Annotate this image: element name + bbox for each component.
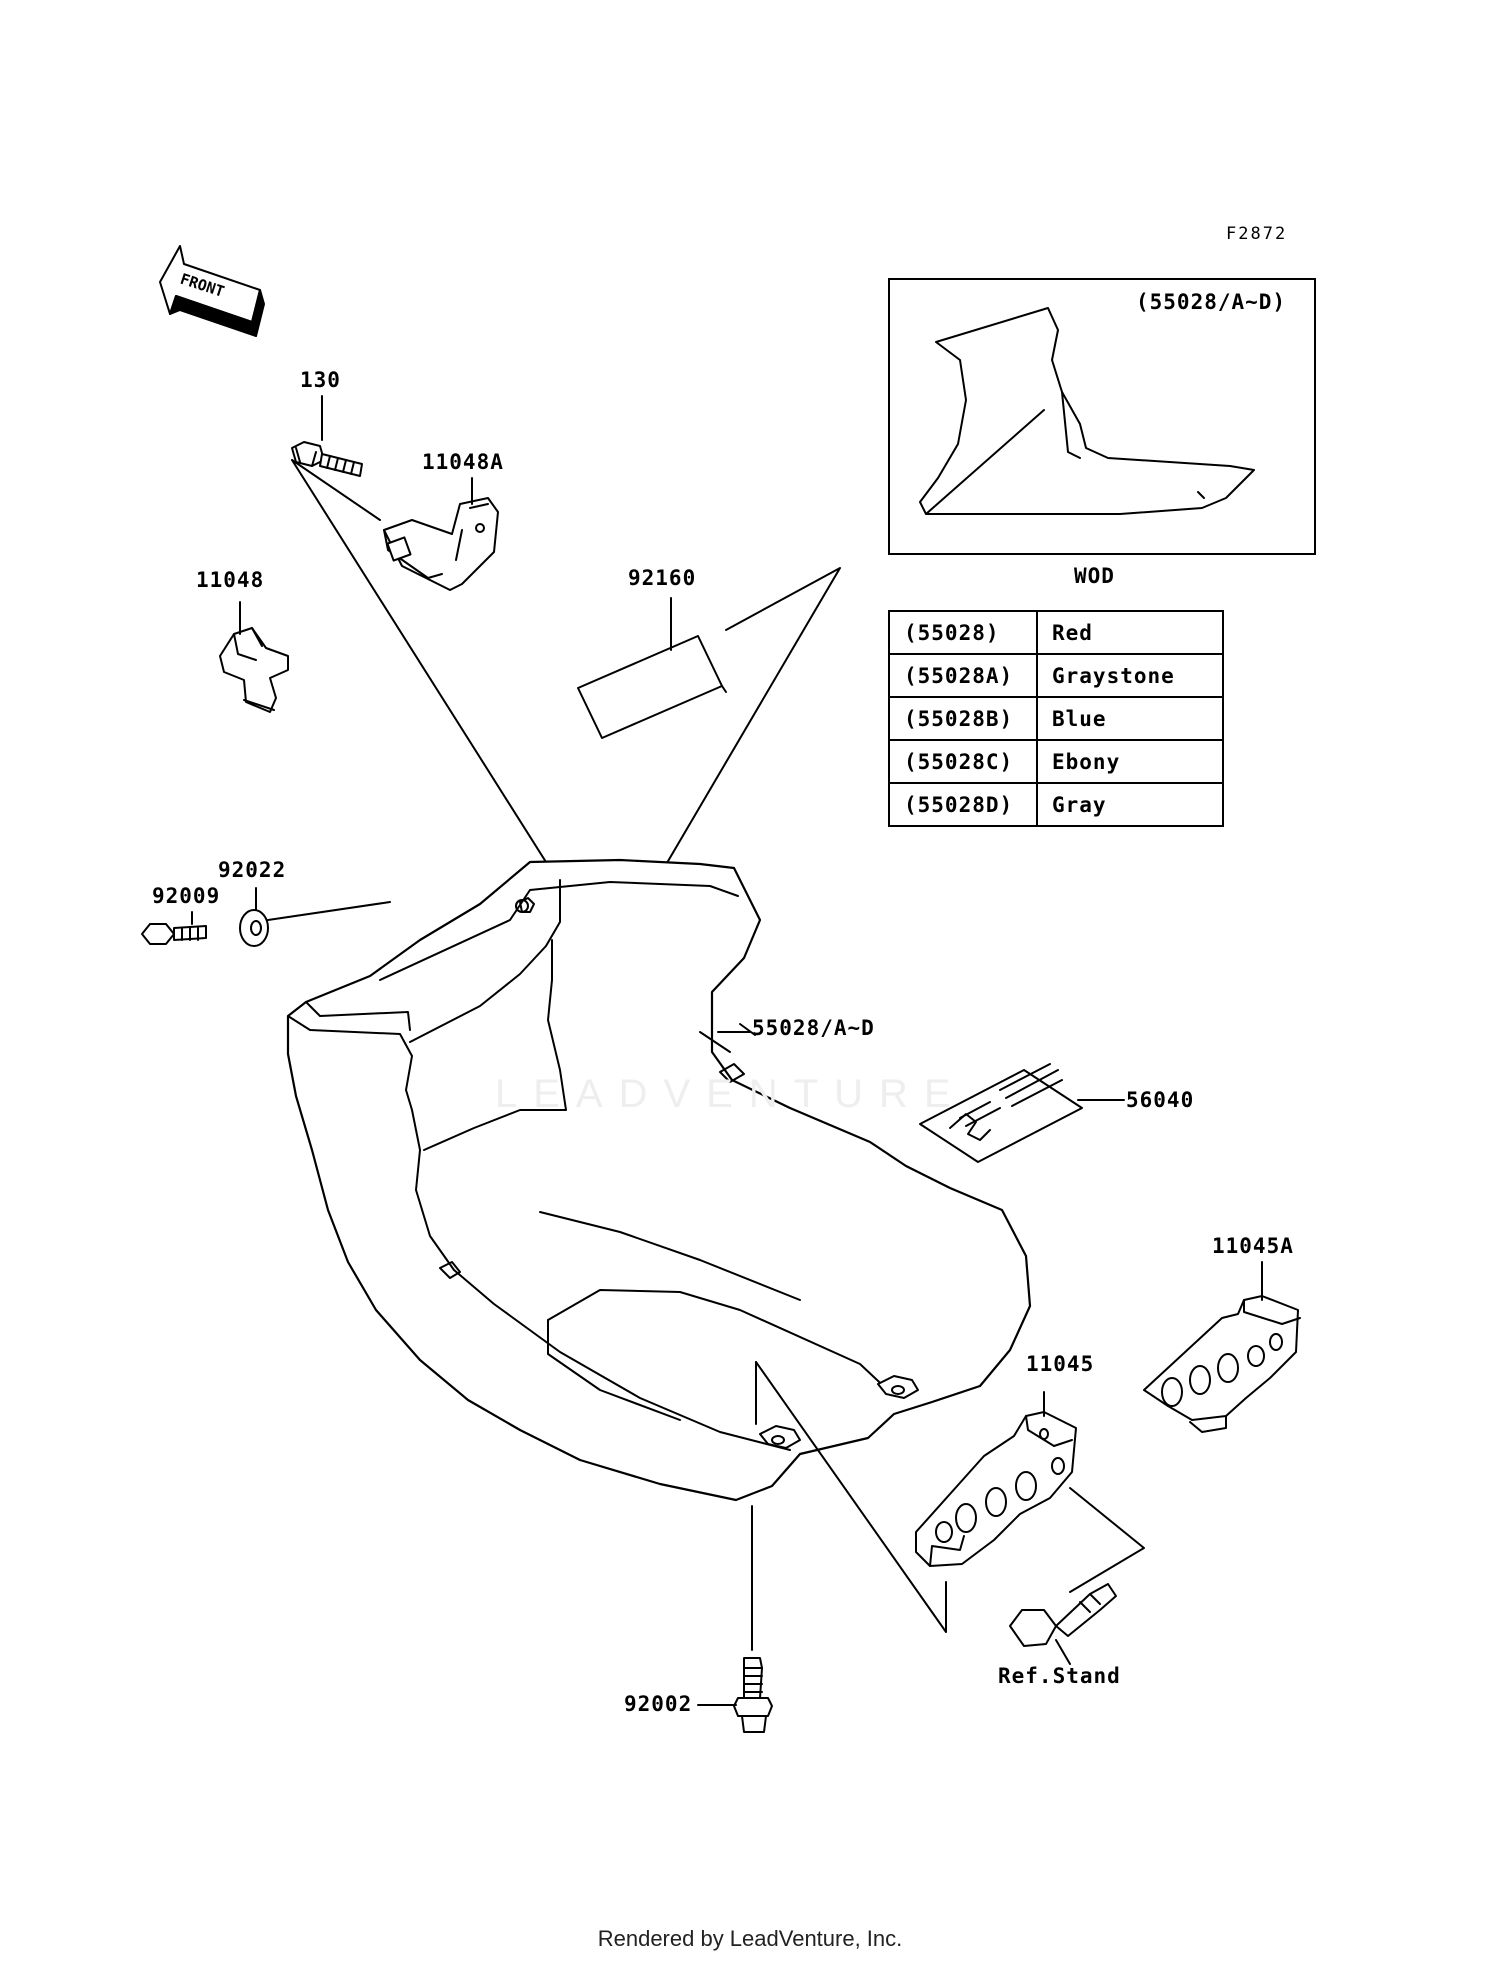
color-table: (55028)Red(55028A)Graystone(55028B)Blue(… bbox=[888, 610, 1224, 827]
color-code-cell: (55028C) bbox=[888, 739, 1038, 784]
color-name-cell: Blue bbox=[1036, 696, 1224, 741]
part-label-11048: 11048 bbox=[196, 568, 265, 592]
part-label-92002: 92002 bbox=[624, 1692, 693, 1716]
part-label-55028: 55028/A~D bbox=[752, 1016, 875, 1040]
color-table-row: (55028C)Ebony bbox=[888, 739, 1224, 784]
under-cover-55028 bbox=[286, 858, 1032, 1502]
color-code-cell: (55028) bbox=[888, 610, 1038, 655]
inset-label: (55028/A~D) bbox=[1136, 290, 1287, 314]
part-label-11048A: 11048A bbox=[422, 450, 504, 474]
bracket-11045A bbox=[1143, 1295, 1301, 1433]
part-label-130: 130 bbox=[300, 368, 341, 392]
part-label-11045: 11045 bbox=[1026, 1352, 1095, 1376]
color-name-cell: Ebony bbox=[1036, 739, 1224, 784]
bolt-92009 bbox=[141, 923, 207, 945]
color-code-cell: (55028A) bbox=[888, 653, 1038, 698]
front-arrow: FRONT bbox=[159, 245, 265, 337]
color-table-row: (55028B)Blue bbox=[888, 696, 1224, 741]
watermark: LEADVENTURE bbox=[495, 1072, 967, 1116]
bolt-92002 bbox=[733, 1657, 773, 1733]
figure-code: F2872 bbox=[1226, 224, 1288, 244]
part-label-92009: 92009 bbox=[152, 884, 221, 908]
footer-credit: Rendered by LeadVenture, Inc. bbox=[597, 1926, 903, 1951]
clip-11048 bbox=[219, 627, 289, 713]
strip-92160 bbox=[577, 635, 727, 739]
color-name-cell: Graystone bbox=[1036, 653, 1224, 698]
ref-stand-label: Ref.Stand bbox=[998, 1664, 1121, 1688]
part-label-56040: 56040 bbox=[1126, 1088, 1195, 1112]
color-table-row: (55028D)Gray bbox=[888, 782, 1224, 827]
leader-ref-stand-label bbox=[1055, 1639, 1071, 1665]
leader-triangle-strip bbox=[609, 567, 841, 961]
leader-washer-to-cover bbox=[267, 901, 391, 921]
bracket-11045 bbox=[915, 1411, 1077, 1567]
color-name-cell: Gray bbox=[1036, 782, 1224, 827]
washer-92022 bbox=[239, 909, 269, 947]
inset-box bbox=[888, 278, 1316, 555]
leader-ref-stand bbox=[1069, 1487, 1145, 1593]
part-label-92022: 92022 bbox=[218, 858, 287, 882]
label-56040 bbox=[919, 1063, 1083, 1163]
leader-triangle-clip bbox=[291, 459, 571, 901]
part-label-92160: 92160 bbox=[628, 566, 697, 590]
color-table-row: (55028)Red bbox=[888, 610, 1224, 655]
bracket-11048A bbox=[383, 497, 499, 591]
color-code-cell: (55028B) bbox=[888, 696, 1038, 741]
inset-caption: WOD bbox=[1074, 564, 1115, 588]
part-label-11045A: 11045A bbox=[1212, 1234, 1294, 1258]
stand-bolt bbox=[1009, 1583, 1117, 1647]
color-table-row: (55028A)Graystone bbox=[888, 653, 1224, 698]
inset-cover-drawing bbox=[919, 307, 1255, 515]
leader-triangle-bracket bbox=[755, 1361, 947, 1633]
color-name-cell: Red bbox=[1036, 610, 1224, 655]
color-code-cell: (55028D) bbox=[888, 782, 1038, 827]
leader-55028-tick bbox=[739, 1023, 756, 1036]
bolt-130 bbox=[291, 441, 363, 477]
